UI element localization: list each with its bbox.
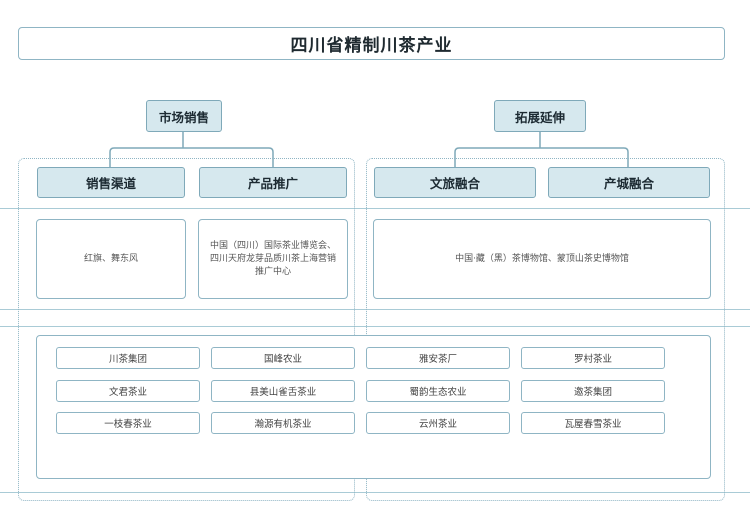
- group-market-sales: [18, 158, 355, 501]
- box-sales-channel: 红旗、舞东风: [36, 219, 186, 299]
- sub-culture-tourism: 文旅融合: [374, 167, 536, 198]
- box-culture-tourism: 中国·藏（黑）茶博物馆、蒙顶山茶史博物馆: [373, 219, 711, 299]
- company-item: 文君茶业: [56, 380, 200, 402]
- company-item: 邀茶集团: [521, 380, 665, 402]
- group-expansion: [366, 158, 725, 501]
- page-title: 四川省精制川茶产业: [18, 27, 725, 60]
- company-item: 雅安茶厂: [366, 347, 510, 369]
- company-item: 川茶集团: [56, 347, 200, 369]
- box-promotion: 中国（四川）国际茶业博览会、四川天府龙芽品质川茶上海营销推广中心: [198, 219, 348, 299]
- company-item: 云州茶业: [366, 412, 510, 434]
- sub-promotion: 产品推广: [199, 167, 347, 198]
- band-middle: [0, 208, 750, 310]
- connector-right-branch: [454, 147, 629, 167]
- connector-left-branch: [109, 147, 274, 167]
- category-market-sales: 市场销售: [146, 100, 222, 132]
- band-bottom: [0, 326, 750, 493]
- sub-industry-city: 产城融合: [548, 167, 710, 198]
- company-item: 一枝春茶业: [56, 412, 200, 434]
- company-item: 国峰农业: [211, 347, 355, 369]
- sub-sales-channel: 销售渠道: [37, 167, 185, 198]
- company-item: 瓦屋春雪茶业: [521, 412, 665, 434]
- company-item: 罗村茶业: [521, 347, 665, 369]
- category-expansion: 拓展延伸: [494, 100, 586, 132]
- company-item: 蜀韵生态农业: [366, 380, 510, 402]
- company-item: 县美山雀舌茶业: [211, 380, 355, 402]
- company-item: 瀚源有机茶业: [211, 412, 355, 434]
